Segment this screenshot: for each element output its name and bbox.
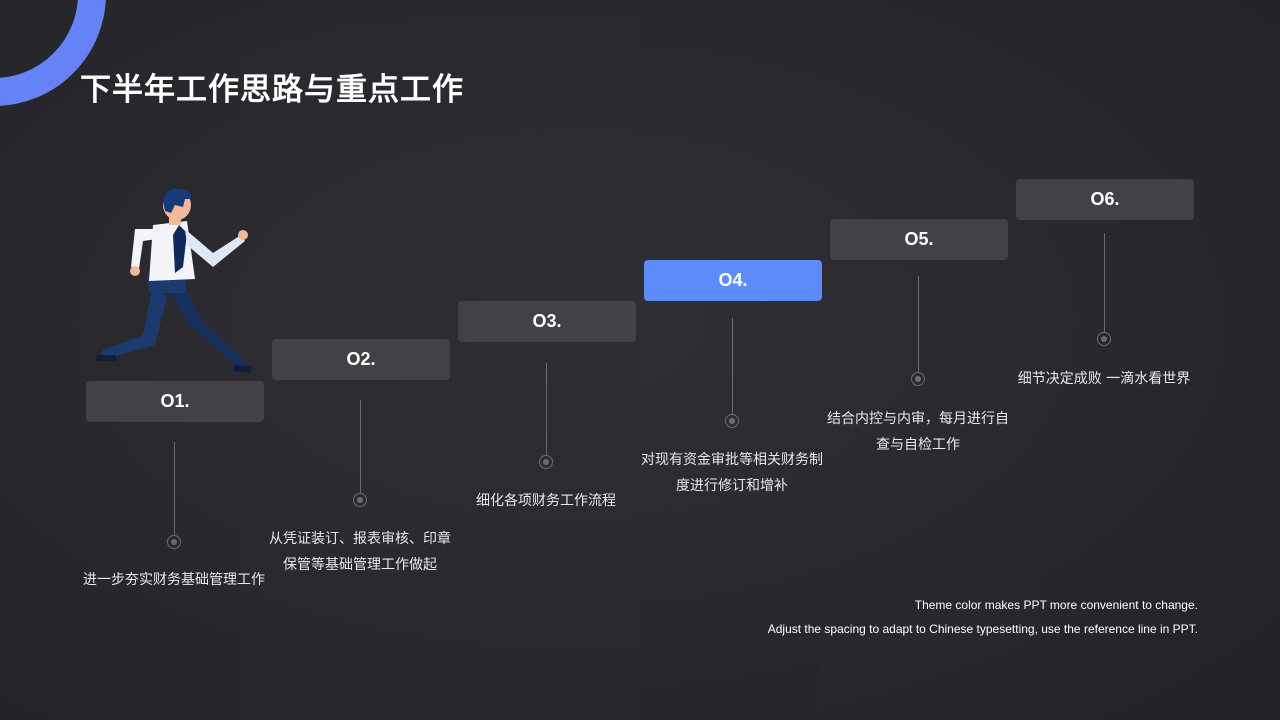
step-description: 从凭证装订、报表审核、印章 保管等基础管理工作做起 xyxy=(269,531,451,573)
step-number: O3. xyxy=(532,311,562,331)
step-box-1: O1. xyxy=(86,381,264,422)
step-number: O6. xyxy=(1090,189,1120,209)
step-description: 细节决定成败 一滴水看世界 xyxy=(1017,371,1191,387)
step-connector-line xyxy=(732,318,733,414)
step-dot xyxy=(1097,332,1111,346)
step-connector-line xyxy=(918,276,919,372)
step-dot xyxy=(725,414,739,428)
step-box-2: O2. xyxy=(272,339,450,380)
step-box-6: O6. xyxy=(1016,179,1194,220)
step-box-5: O5. xyxy=(830,219,1008,260)
note-line-2: Adjust the spacing to adapt to Chinese t… xyxy=(767,622,1198,636)
step-number: O4. xyxy=(718,270,748,290)
step-number: O1. xyxy=(160,391,190,411)
page-title: 下半年工作思路与重点工作 xyxy=(80,72,464,108)
step-box-4: O4. xyxy=(644,260,822,301)
step-dot xyxy=(911,372,925,386)
step-dot xyxy=(353,493,367,507)
step-dot xyxy=(539,455,553,469)
step-number: O5. xyxy=(904,229,934,249)
step-description: 对现有资金审批等相关财务制 度进行修订和增补 xyxy=(641,452,823,494)
step-connector-line xyxy=(546,363,547,455)
step-description: 进一步夯实财务基础管理工作 xyxy=(83,572,265,588)
step-description: 细化各项财务工作流程 xyxy=(476,493,616,509)
step-description: 结合内控与内审，每月进行自 查与自检工作 xyxy=(827,411,1009,453)
step-connector-line xyxy=(174,442,175,535)
step-connector-line xyxy=(360,400,361,493)
step-box-3: O3. xyxy=(458,301,636,342)
step-connector-line xyxy=(1104,233,1105,332)
note-line-1: Theme color makes PPT more convenient to… xyxy=(914,598,1198,612)
step-dot xyxy=(167,535,181,549)
step-number: O2. xyxy=(346,349,376,369)
running-businessman-icon xyxy=(95,188,251,373)
